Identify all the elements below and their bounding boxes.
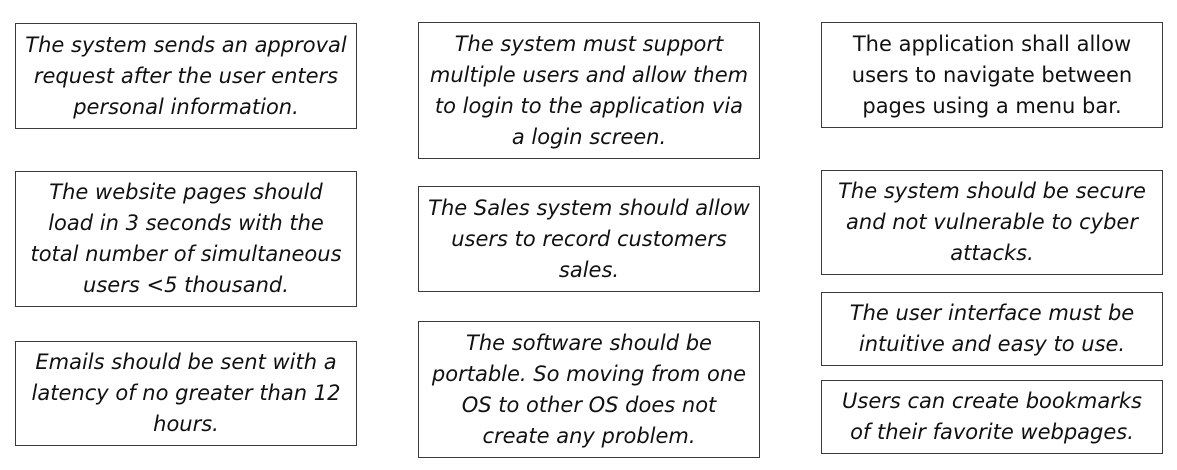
requirement-text: The application shall allow users to nav… xyxy=(851,31,1133,118)
requirement-card-usability: The user interface must be intuitive and… xyxy=(821,292,1163,366)
requirement-text: The website pages should load in 3 secon… xyxy=(30,180,342,297)
requirement-card-multiple-users-login: The system must support multiple users a… xyxy=(418,22,760,159)
requirement-text: The system sends an approval request aft… xyxy=(25,32,347,119)
requirement-text: The software should be portable. So movi… xyxy=(431,330,747,448)
requirement-card-bookmarks: Users can create bookmarks of their favo… xyxy=(821,380,1163,454)
requirement-card-record-sales: The Sales system should allow users to r… xyxy=(418,186,760,292)
requirement-card-portability: The software should be portable. So movi… xyxy=(418,321,760,458)
requirement-text: The Sales system should allow users to r… xyxy=(428,195,750,282)
requirement-text: The system should be secure and not vuln… xyxy=(838,179,1146,265)
requirement-text: Emails should be sent with a latency of … xyxy=(31,350,341,436)
requirement-card-approval-request: The system sends an approval request aft… xyxy=(15,23,357,129)
requirement-card-security: The system should be secure and not vuln… xyxy=(821,170,1163,275)
requirement-text: The system must support multiple users a… xyxy=(429,31,749,149)
requirement-text: Users can create bookmarks of their favo… xyxy=(842,389,1142,444)
requirement-text: The user interface must be intuitive and… xyxy=(849,301,1135,356)
requirement-card-page-load-time: The website pages should load in 3 secon… xyxy=(15,171,357,307)
requirement-card-menu-navigation: The application shall allow users to nav… xyxy=(821,22,1163,128)
requirement-card-email-latency: Emails should be sent with a latency of … xyxy=(15,341,357,446)
